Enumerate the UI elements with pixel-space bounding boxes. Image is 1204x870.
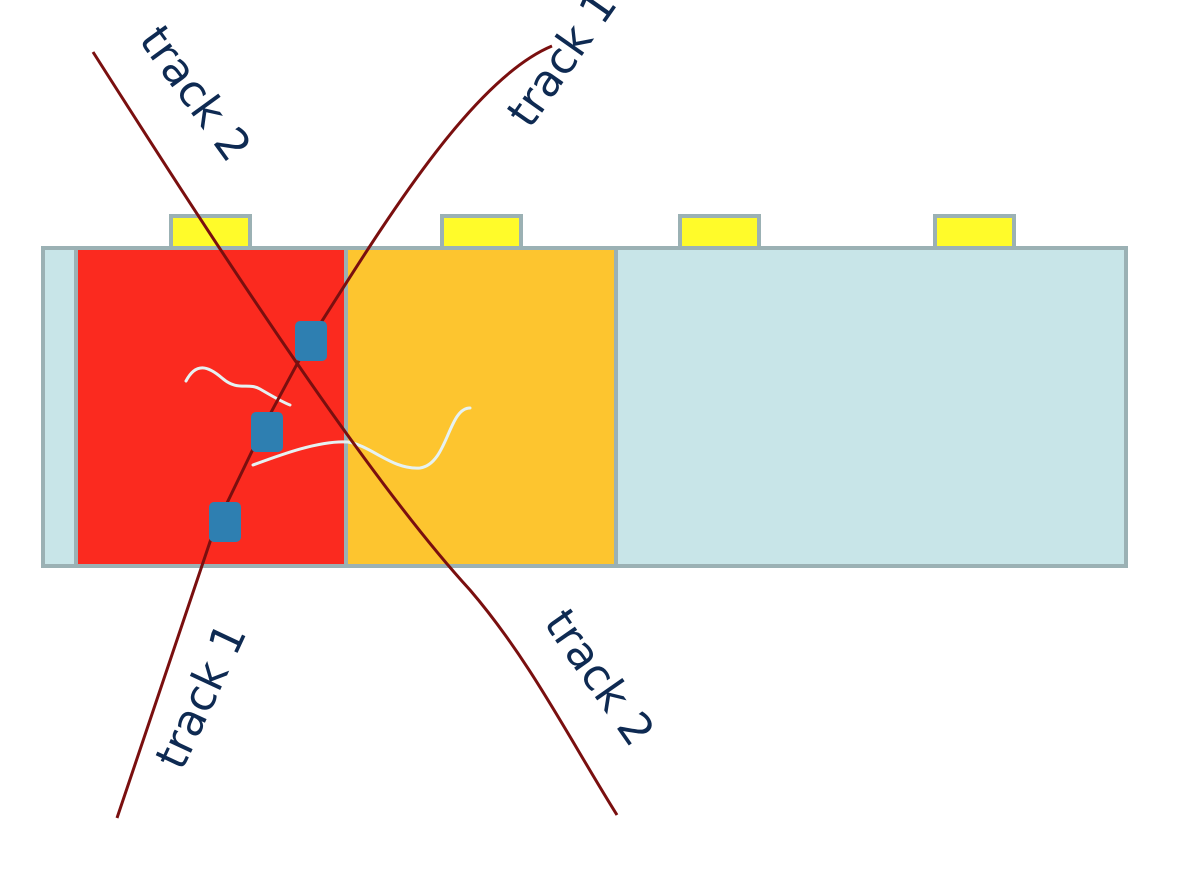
- cell-red: [74, 246, 348, 568]
- track-2-line: [91, 51, 619, 816]
- track-2-bottom-label: track 2: [534, 600, 664, 755]
- cell-orange: [344, 246, 618, 568]
- charge-trail-1: [184, 366, 292, 407]
- track-1-bottom-label: track 1: [146, 616, 257, 777]
- readout-pads: [169, 214, 1016, 252]
- hits: [209, 321, 327, 542]
- hit-2: [251, 412, 283, 452]
- readout-pad-3: [678, 214, 761, 252]
- charge-trail-2: [251, 406, 472, 470]
- hit-1: [295, 321, 327, 361]
- hit-3: [209, 502, 241, 542]
- readout-pad-4: [933, 214, 1016, 252]
- track-2-top-label: track 2: [129, 16, 261, 171]
- readout-pad-2: [440, 214, 523, 252]
